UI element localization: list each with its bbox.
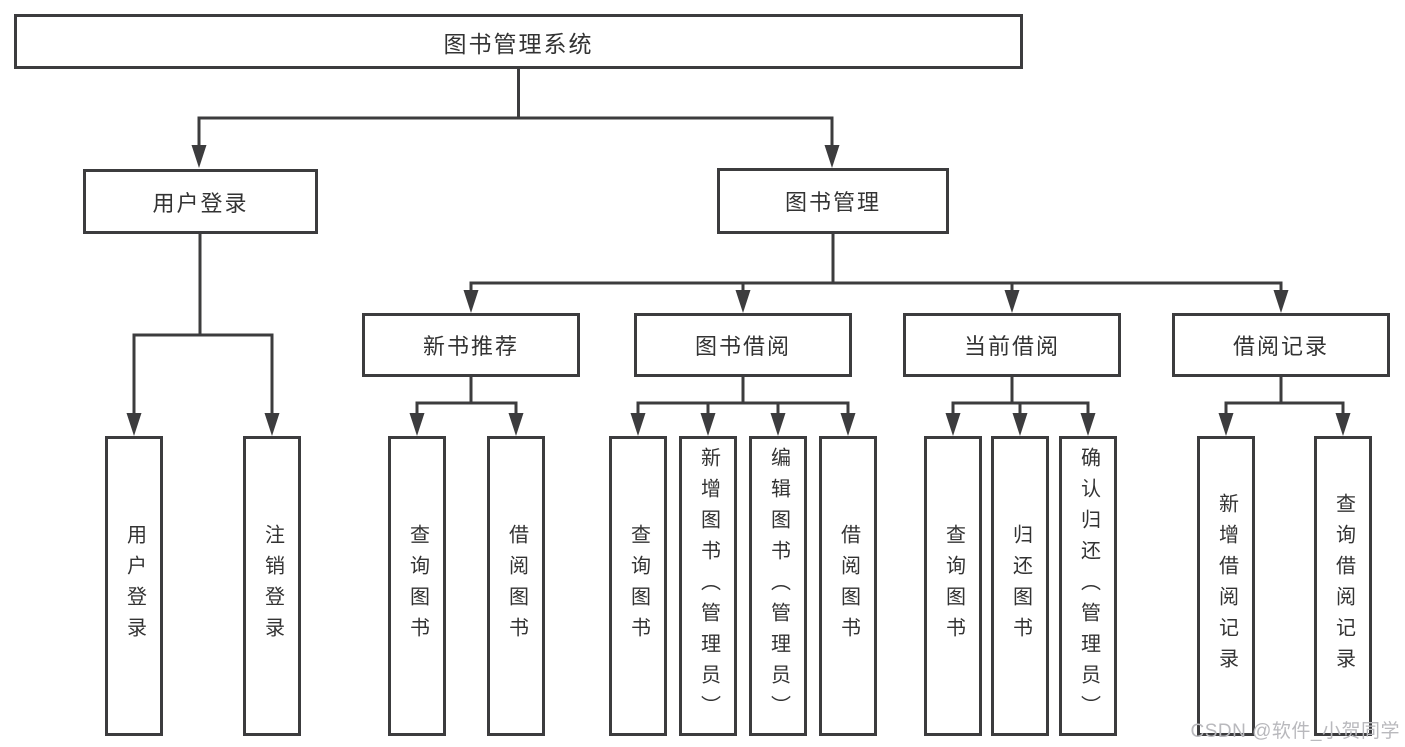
leaf-borrow-books-borrowing: 借阅图书 bbox=[819, 436, 877, 736]
node-current-borrowing: 当前借阅 bbox=[903, 313, 1121, 377]
node-label: 编辑图书（管理员） bbox=[767, 446, 790, 726]
node-new-book-recommendation: 新书推荐 bbox=[362, 313, 580, 377]
leaf-query-books-current: 查询图书 bbox=[924, 436, 982, 736]
leaf-edit-book-admin: 编辑图书（管理员） bbox=[749, 436, 807, 736]
node-label: 查询图书 bbox=[942, 524, 965, 648]
leaf-add-book-admin: 新增图书（管理员） bbox=[679, 436, 737, 736]
node-label: 查询图书 bbox=[627, 524, 650, 648]
node-label: 用户登录 bbox=[152, 190, 249, 216]
leaf-query-books-recommend: 查询图书 bbox=[388, 436, 446, 736]
node-label: 借阅图书 bbox=[505, 524, 528, 648]
leaf-query-books-borrowing: 查询图书 bbox=[609, 436, 667, 736]
node-label: 图书管理 bbox=[784, 190, 881, 215]
node-book-management-system: 图书管理系统 bbox=[14, 14, 1023, 69]
csdn-watermark: CSDN @软件_小贺同学 bbox=[1190, 721, 1400, 742]
node-label: 用户登录 bbox=[123, 524, 146, 648]
node-label: 新增借阅记录 bbox=[1215, 493, 1238, 679]
leaf-logout: 注销登录 bbox=[243, 436, 301, 736]
leaf-borrow-books-recommend: 借阅图书 bbox=[487, 436, 545, 736]
node-label: 归还图书 bbox=[1009, 524, 1032, 648]
node-borrowing-records: 借阅记录 bbox=[1172, 313, 1390, 377]
leaf-user-login: 用户登录 bbox=[105, 436, 163, 736]
leaf-add-borrow-record: 新增借阅记录 bbox=[1197, 436, 1255, 736]
leaf-return-books: 归还图书 bbox=[991, 436, 1049, 736]
node-label: 查询图书 bbox=[406, 524, 429, 648]
node-label: 当前借阅 bbox=[963, 334, 1060, 359]
leaf-query-borrow-record: 查询借阅记录 bbox=[1314, 436, 1372, 736]
leaf-confirm-return-admin: 确认归还（管理员） bbox=[1059, 436, 1117, 736]
node-book-borrowing: 图书借阅 bbox=[634, 313, 852, 377]
node-label: 注销登录 bbox=[261, 524, 284, 648]
node-label: 新增图书（管理员） bbox=[697, 446, 720, 726]
node-label: 确认归还（管理员） bbox=[1077, 446, 1100, 726]
node-label: 借阅记录 bbox=[1232, 334, 1329, 359]
node-book-management: 图书管理 bbox=[717, 168, 949, 234]
node-label: 借阅图书 bbox=[837, 524, 860, 648]
node-user-login: 用户登录 bbox=[83, 169, 318, 234]
node-label: 图书借阅 bbox=[694, 334, 791, 359]
node-label: 查询借阅记录 bbox=[1332, 493, 1355, 679]
node-label: 图书管理系统 bbox=[443, 30, 594, 57]
node-label: 新书推荐 bbox=[422, 334, 519, 359]
